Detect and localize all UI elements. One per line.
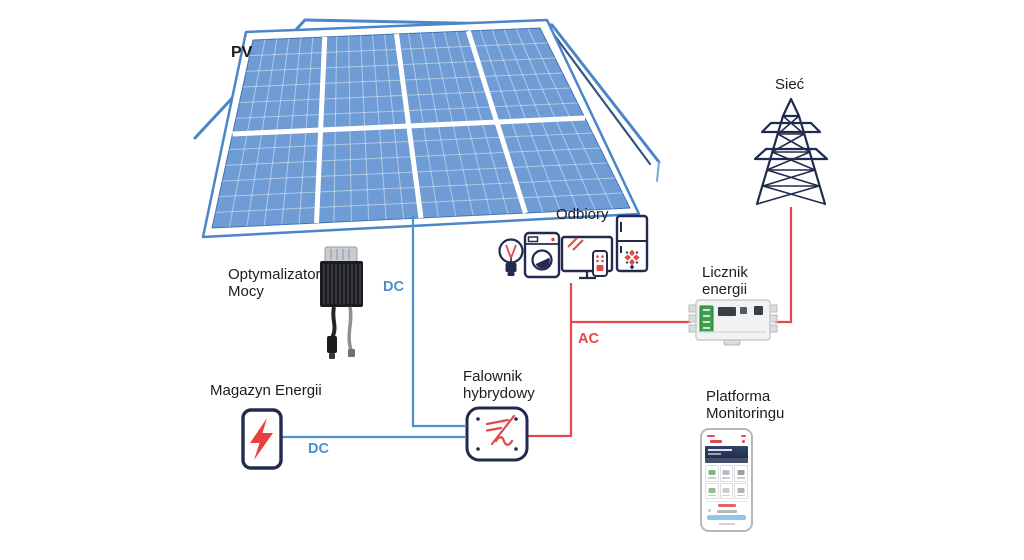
phone-tile xyxy=(734,482,748,499)
phone-appbar-title xyxy=(710,440,722,443)
phone-alert-text xyxy=(717,504,736,507)
hybrid-inverter-icon xyxy=(465,406,529,462)
battery-dc-label: DC xyxy=(308,441,329,457)
grid-label: Sieć xyxy=(775,76,805,93)
phone-tile xyxy=(705,482,719,499)
pv-dc-line xyxy=(411,216,465,428)
phone-tile xyxy=(734,465,748,482)
monitoring-phone-icon xyxy=(700,428,753,532)
phone-tile-grid xyxy=(705,465,748,499)
phone-status-right xyxy=(741,435,746,437)
phone-divider xyxy=(706,501,747,502)
monitoring-label: Platforma Monitoringu xyxy=(706,388,784,422)
phone-footer-text xyxy=(718,523,735,525)
optimizer-label: Optymalizator Mocy xyxy=(228,266,321,300)
phone-tile xyxy=(705,465,719,482)
inverter-label-line1: Falownik xyxy=(463,368,523,385)
dc-ac-symbol xyxy=(485,414,516,446)
meter-label-line2: energii xyxy=(702,281,748,298)
ac-lines xyxy=(528,207,793,438)
phone-setting-text xyxy=(716,510,737,513)
dc-lines xyxy=(282,216,465,439)
battery-label: Magazyn Energii xyxy=(210,382,322,399)
monitoring-label-line2: Monitoringu xyxy=(706,405,785,422)
light-bulb-icon xyxy=(498,238,524,276)
power-optimizer-icon xyxy=(320,246,363,359)
energy-meter-icon xyxy=(688,299,778,346)
meter-label: Licznik energii xyxy=(702,264,748,298)
monitoring-label-line1: Platforma xyxy=(706,388,771,405)
meter-label-line1: Licznik xyxy=(702,264,748,281)
transmission-tower-icon xyxy=(753,97,829,206)
fridge-icon xyxy=(615,214,649,273)
grid-ac-line xyxy=(775,207,793,324)
inverter-ac-line xyxy=(528,283,573,438)
phone-tile xyxy=(719,482,734,499)
phone-banner xyxy=(705,446,748,463)
inverter-label: Falownik hybrydowy xyxy=(463,368,535,402)
phone-tile xyxy=(719,465,734,482)
phone-action-button xyxy=(707,515,746,520)
phone-banner-text1 xyxy=(708,449,732,451)
remote-icon xyxy=(592,250,608,277)
lightning-bolt-icon xyxy=(250,418,273,460)
phone-toggle xyxy=(708,509,711,512)
phone-screen xyxy=(704,433,749,527)
loads-label: Odbiory xyxy=(556,206,609,223)
battery-icon xyxy=(241,408,283,470)
phone-appbar-icon xyxy=(742,440,745,443)
ac-label: AC xyxy=(578,331,599,347)
optimizer-label-line1: Optymalizator xyxy=(228,266,321,283)
phone-banner-strip xyxy=(705,458,748,463)
pv-label: PV xyxy=(231,44,253,61)
phone-status-left xyxy=(707,435,715,437)
washing-machine-icon xyxy=(523,231,561,279)
solar-panels-icon xyxy=(201,18,641,239)
pv-dc-label: DC xyxy=(383,279,404,295)
optimizer-label-line2: Mocy xyxy=(228,283,264,300)
fridge-fan-icon xyxy=(624,249,640,270)
inverter-label-line2: hybrydowy xyxy=(463,385,535,402)
phone-banner-text2 xyxy=(708,453,721,455)
